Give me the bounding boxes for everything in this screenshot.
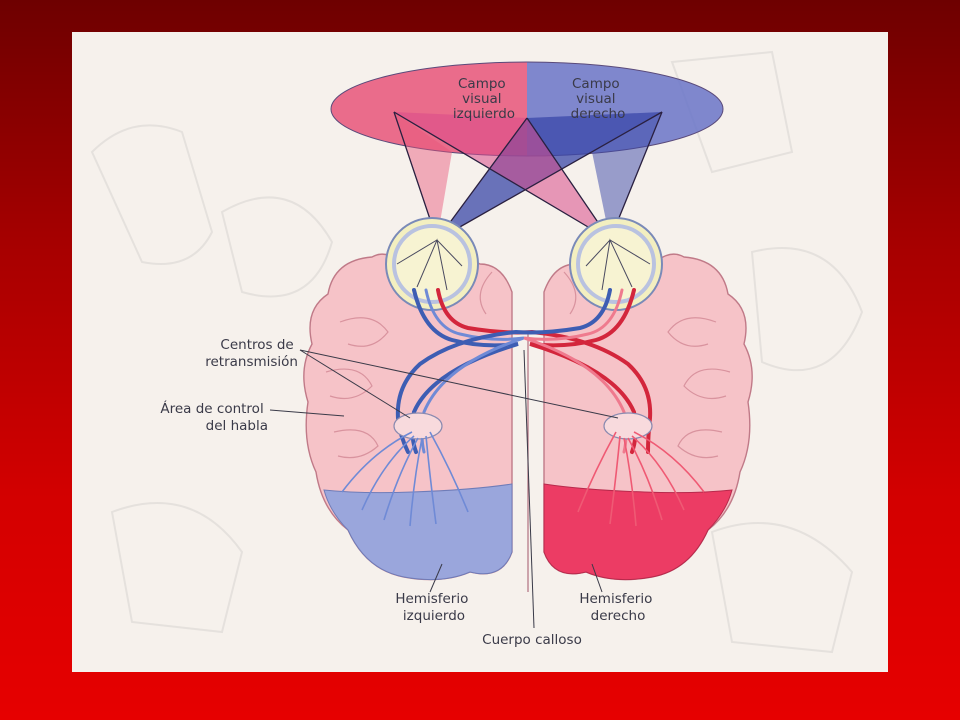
left-eye <box>385 217 479 311</box>
ray-left-eye-from-left-field <box>394 112 452 240</box>
brain-visual-pathway-diagram: Campo visual izquierdo Campo visual dere… <box>90 50 864 654</box>
left-hemisphere-label: Hemisferio izquierdo <box>395 591 472 624</box>
right-eye <box>569 217 663 311</box>
relay-centers-label: Centros de retransmisión <box>205 337 298 370</box>
left-field-label: Campo visual izquierdo <box>453 76 515 122</box>
slide-panel: Campo visual izquierdo Campo visual dere… <box>72 32 888 672</box>
leader-right-hemisphere <box>591 563 603 593</box>
leader-corpus-callosum <box>523 349 535 629</box>
leader-left-hemisphere <box>429 563 443 593</box>
left-occipital-lobe <box>323 483 513 581</box>
leader-lines <box>269 349 619 629</box>
leader-relay-right <box>299 349 619 419</box>
right-occipital-lobe <box>543 483 733 581</box>
projection-rays <box>393 111 663 241</box>
leader-relay-left <box>299 349 411 419</box>
labels: Campo visual izquierdo Campo visual dere… <box>160 76 656 648</box>
eyes <box>385 217 663 311</box>
leader-speech-area <box>269 409 345 417</box>
background-ghost-figures <box>90 50 864 654</box>
optic-radiations <box>341 431 705 527</box>
speech-area-label: Área de control del habla <box>160 400 268 434</box>
ray-right-eye-from-right-field <box>592 112 662 240</box>
left-relay-center <box>393 412 443 440</box>
right-hemisphere-label: Hemisferio derecho <box>579 591 656 624</box>
right-field-label: Campo visual derecho <box>571 76 626 122</box>
corpus-callosum-label: Cuerpo calloso <box>482 632 582 648</box>
brain <box>303 253 753 592</box>
